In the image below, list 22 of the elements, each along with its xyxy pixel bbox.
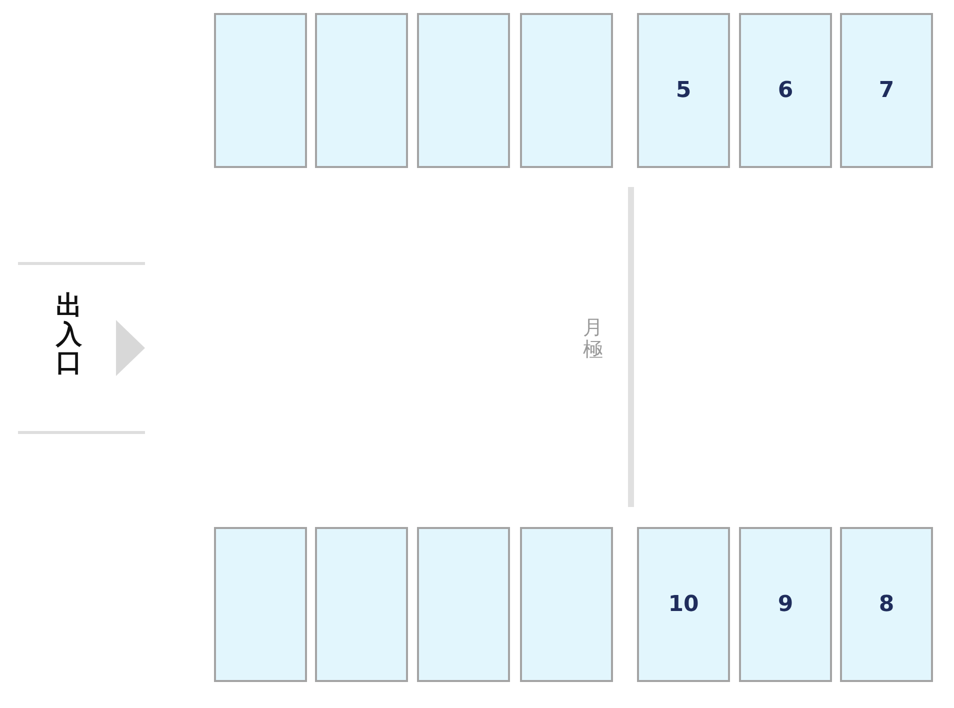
- parking-space: [417, 527, 510, 682]
- space-number: 10: [668, 592, 699, 617]
- space-number: 5: [676, 78, 692, 103]
- parking-space: [739, 527, 832, 682]
- parking-space: [739, 13, 832, 168]
- parking-space: [637, 13, 730, 168]
- space-number: 6: [778, 78, 794, 103]
- parking-space: [315, 13, 408, 168]
- parking-space: [315, 527, 408, 682]
- space-number: 7: [878, 78, 894, 103]
- parking-space: [520, 13, 613, 168]
- parking-space: [840, 527, 933, 682]
- space-number: 9: [778, 592, 794, 617]
- parking-space: [417, 13, 510, 168]
- entrance-label: 出入口: [56, 292, 82, 378]
- space-number: 8: [878, 592, 894, 617]
- parking-space: [214, 527, 307, 682]
- parking-space: [637, 527, 730, 682]
- parking-space: [214, 13, 307, 168]
- parking-space: [520, 527, 613, 682]
- monthly-parking-label: 月極: [583, 316, 603, 360]
- parking-space: [840, 13, 933, 168]
